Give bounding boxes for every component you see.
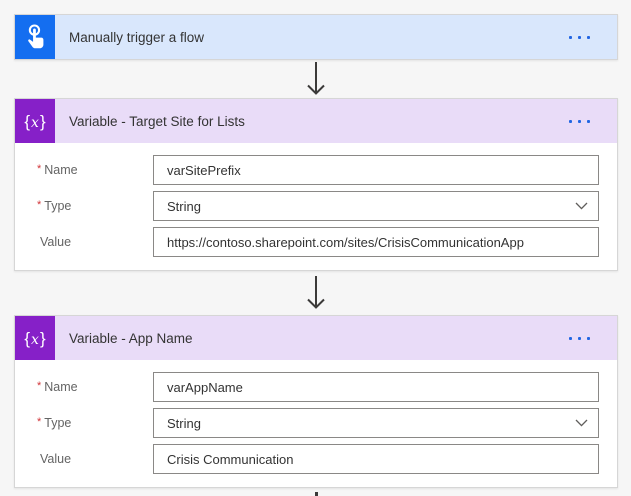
- action-card-header[interactable]: {x} Variable - Target Site for Lists: [15, 99, 617, 143]
- required-asterisk: *: [37, 163, 42, 175]
- actions-container: {x} Variable - Target Site for Lists *Na…: [14, 98, 618, 488]
- connector-arrow: [14, 60, 618, 98]
- ellipsis-icon: [578, 336, 581, 340]
- connector-arrow: [14, 271, 618, 315]
- variable-letter-glyph: x: [31, 114, 39, 131]
- field-row-name: *Name varAppName: [25, 372, 599, 402]
- trigger-card-header[interactable]: Manually trigger a flow: [15, 15, 617, 59]
- ellipsis-icon: [587, 35, 590, 39]
- action-menu-button[interactable]: [559, 99, 617, 143]
- chevron-down-icon: [575, 202, 588, 210]
- field-row-type: *Type String: [25, 408, 599, 438]
- close-brace-glyph: }: [39, 111, 46, 131]
- action-menu-button[interactable]: [559, 316, 617, 360]
- chevron-down-icon: [575, 419, 588, 427]
- type-select[interactable]: String: [153, 191, 599, 221]
- action-card-body: *Name varSitePrefix *Type String Value h…: [15, 143, 617, 270]
- ellipsis-icon: [569, 119, 572, 123]
- action-card-body: *Name varAppName *Type String Value Cris…: [15, 360, 617, 487]
- field-label: Value: [40, 235, 72, 249]
- action-card[interactable]: {x} Variable - Target Site for Lists *Na…: [14, 98, 618, 271]
- flow-column: Manually trigger a flow {x} Var: [14, 0, 618, 496]
- value-input[interactable]: https://contoso.sharepoint.com/sites/Cri…: [153, 227, 599, 257]
- close-brace-glyph: }: [39, 328, 46, 348]
- ellipsis-icon: [578, 35, 581, 39]
- name-input[interactable]: varAppName: [153, 372, 599, 402]
- ellipsis-icon: [578, 119, 581, 123]
- variable-letter-glyph: x: [31, 331, 39, 348]
- field-row-name: *Name varSitePrefix: [25, 155, 599, 185]
- field-row-value: Value Crisis Communication: [25, 444, 599, 474]
- manual-trigger-icon: [15, 15, 55, 59]
- field-row-type: *Type String: [25, 191, 599, 221]
- variable-icon: {x}: [15, 99, 55, 143]
- field-row-value: Value https://contoso.sharepoint.com/sit…: [25, 227, 599, 257]
- connector-line: [314, 492, 318, 496]
- required-asterisk: *: [37, 380, 42, 392]
- required-asterisk: *: [37, 416, 42, 428]
- trigger-title: Manually trigger a flow: [69, 29, 205, 45]
- name-input[interactable]: varSitePrefix: [153, 155, 599, 185]
- ellipsis-icon: [587, 336, 590, 340]
- action-card[interactable]: {x} Variable - App Name *Name varAppName…: [14, 315, 618, 488]
- value-input[interactable]: Crisis Communication: [153, 444, 599, 474]
- field-label: *Name: [37, 163, 78, 177]
- variable-icon: {x}: [15, 316, 55, 360]
- field-label: Value: [40, 452, 72, 466]
- ellipsis-icon: [569, 35, 572, 39]
- action-title: Variable - App Name: [69, 330, 193, 346]
- field-label: *Name: [37, 380, 78, 394]
- ellipsis-icon: [587, 119, 590, 123]
- ellipsis-icon: [569, 336, 572, 340]
- trigger-menu-button[interactable]: [559, 15, 617, 59]
- action-title: Variable - Target Site for Lists: [69, 113, 245, 129]
- field-label: *Type: [37, 416, 72, 430]
- open-brace-glyph: {: [24, 111, 31, 131]
- field-label: *Type: [37, 199, 72, 213]
- trigger-card[interactable]: Manually trigger a flow: [14, 14, 618, 60]
- type-select[interactable]: String: [153, 408, 599, 438]
- required-asterisk: *: [37, 199, 42, 211]
- open-brace-glyph: {: [24, 328, 31, 348]
- action-card-header[interactable]: {x} Variable - App Name: [15, 316, 617, 360]
